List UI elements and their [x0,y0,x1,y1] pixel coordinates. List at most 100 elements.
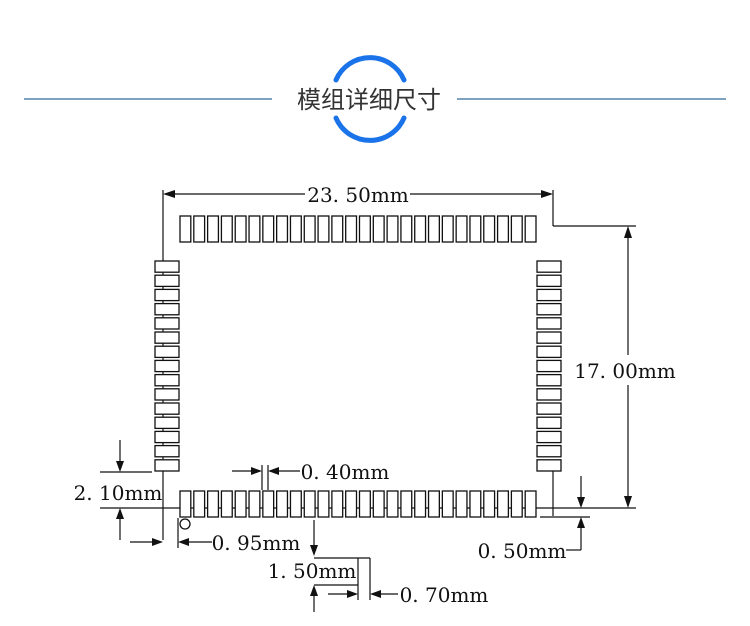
dim-pad-pitch-first: 0. 95mm [130,518,300,555]
pad-bottom [345,490,358,518]
pad-top [262,215,275,243]
pad-bottom [441,490,454,518]
pad-left [154,459,180,472]
pad-right [536,260,562,273]
label-pad-width: 0. 70mm [400,583,489,607]
pads-top [179,215,537,243]
pad-top [248,215,261,243]
pad-left [154,274,180,288]
pad-bottom [317,490,330,518]
pad-left [154,388,180,401]
label-corner-offset: 0. 50mm [478,539,567,563]
pad-left [154,373,180,387]
pad-bottom [234,490,247,518]
pad-right [536,331,562,344]
pad-top [317,215,330,243]
label-pad-gap: 0. 40mm [301,460,390,484]
pad-left [154,402,180,415]
pad-bottom [427,490,440,518]
pad-bottom [414,490,427,518]
pad-top [524,215,537,243]
pad-top [427,215,440,243]
pad-top [234,215,247,243]
pad-top [276,215,289,243]
pad-top [414,215,427,243]
pad-bottom [289,490,302,518]
pad-top [469,215,482,243]
label-pad-pitch-first: 0. 95mm [212,531,301,555]
pad-left [154,345,180,359]
pad-bottom [372,490,385,518]
pad-right [536,416,562,430]
pad-right [536,359,562,373]
pad-bottom [469,490,482,518]
pad-bottom [400,490,413,518]
pad-left [154,302,180,316]
pad-right [536,302,562,316]
header-title: 模组详细尺寸 [297,86,441,114]
label-pad-length: 1. 50mm [268,559,357,583]
header-arc-top-icon [333,55,407,83]
pad-right [536,288,562,302]
pad-top [331,215,344,243]
pad-bottom [206,490,220,518]
pad-top [358,215,371,243]
dim-pad-gap: 0. 40mm [232,460,389,490]
pad-bottom [386,490,399,518]
pad-top [345,215,358,243]
pad-top [206,215,220,243]
pad-right [536,373,562,387]
pad-top [483,215,496,243]
pad-left [154,331,180,344]
pad-right [536,402,562,415]
pad-right [536,274,562,288]
pad-top [193,215,206,243]
dim-pad-width: 0. 70mm [328,558,488,607]
pad-top [303,215,316,243]
pad-right [536,317,562,330]
pad-left [154,359,180,373]
pad-bottom [331,490,344,518]
pad-bottom [524,490,537,518]
dim-width: 23. 50mm [163,183,553,207]
pad-right [536,345,562,359]
label-height: 17. 00mm [574,359,676,383]
pad-top [372,215,385,243]
pad-right [536,444,562,458]
section-header: 模组详细尺寸 [24,55,726,143]
dim-pad-length: 1. 50mm [268,520,370,612]
pad-bottom [262,490,275,518]
pad-left [154,317,180,330]
pad-top [289,215,302,243]
arrow-down-icon [624,496,632,508]
pad-top [510,215,523,243]
pad-right [536,388,562,401]
pad-bottom [179,490,192,518]
label-width: 23. 50mm [307,183,409,207]
arrow-left-icon [163,190,175,198]
pads-left [154,260,180,472]
pad-left [154,288,180,302]
pad-bottom [510,490,523,518]
dim-corner-offset: 0. 50mm [478,476,585,563]
pad-bottom [496,490,510,518]
pad-bottom [358,490,371,518]
pads-bottom [179,490,537,518]
dim-pad-edge-offset: 2. 10mm [74,440,163,540]
label-pad-edge-offset: 2. 10mm [74,481,163,505]
pad-top [179,215,192,243]
pad-top [455,215,468,243]
pad-right [536,459,562,472]
pad-top [220,215,233,243]
pad-left [154,444,180,458]
pads-right [536,260,562,472]
pad-top [496,215,510,243]
header-arc-bottom-icon [333,115,407,143]
pad-left [154,430,180,444]
pad-right [536,430,562,444]
pad-bottom [220,490,233,518]
pad-bottom [483,490,496,518]
pad-top [400,215,413,243]
pad-top [386,215,399,243]
